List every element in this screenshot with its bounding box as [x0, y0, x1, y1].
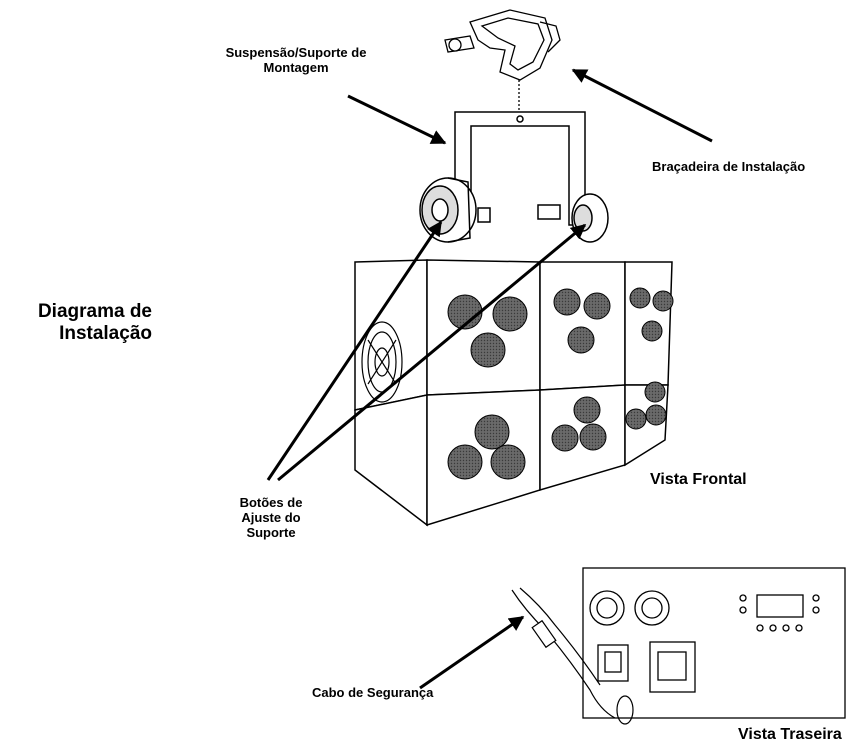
- arrow-suspension: [347, 94, 447, 145]
- suspension-bracket-label: Suspensão/Suporte de Montagem: [196, 45, 396, 76]
- suspension-bracket-line1: Suspensão/Suporte de: [225, 45, 367, 60]
- mounting-clamp-label: Braçadeira de Instalação: [652, 159, 806, 174]
- suspension-bracket-line2: Montagem: [263, 59, 329, 75]
- rear-view-label: Vista Traseira: [738, 726, 842, 743]
- clamp-icon: [444, 9, 561, 115]
- diagram-title-line2: Instalação: [59, 322, 152, 344]
- rear-panel: [582, 567, 846, 719]
- adjust-knobs-line1: Botões de: [239, 495, 303, 510]
- arrow-safety-cable: [419, 615, 525, 690]
- adjust-knobs-line2: Ajuste do: [241, 509, 301, 525]
- knob-icon-right: [571, 193, 609, 243]
- display-icon: [756, 594, 804, 618]
- lens-icon-group: [447, 287, 674, 480]
- safety-cable-icon: [511, 587, 634, 725]
- arrow-knob-right: [277, 223, 587, 482]
- front-view-label: Vista Frontal: [650, 471, 747, 488]
- diagram-title: Diagrama de Instalação: [0, 301, 152, 345]
- knob-icon-left: [419, 177, 477, 243]
- diagram-title-line1: Diagrama de: [37, 301, 152, 322]
- fan-icon: [361, 321, 403, 403]
- arrow-knob-left: [266, 220, 443, 481]
- adjust-knobs-line3: Suporte: [246, 524, 296, 540]
- adjust-knobs-label: Botões de Ajuste do Suporte: [216, 495, 326, 541]
- arrow-clamp: [571, 68, 713, 143]
- safety-cable-label: Cabo de Segurança: [312, 685, 434, 700]
